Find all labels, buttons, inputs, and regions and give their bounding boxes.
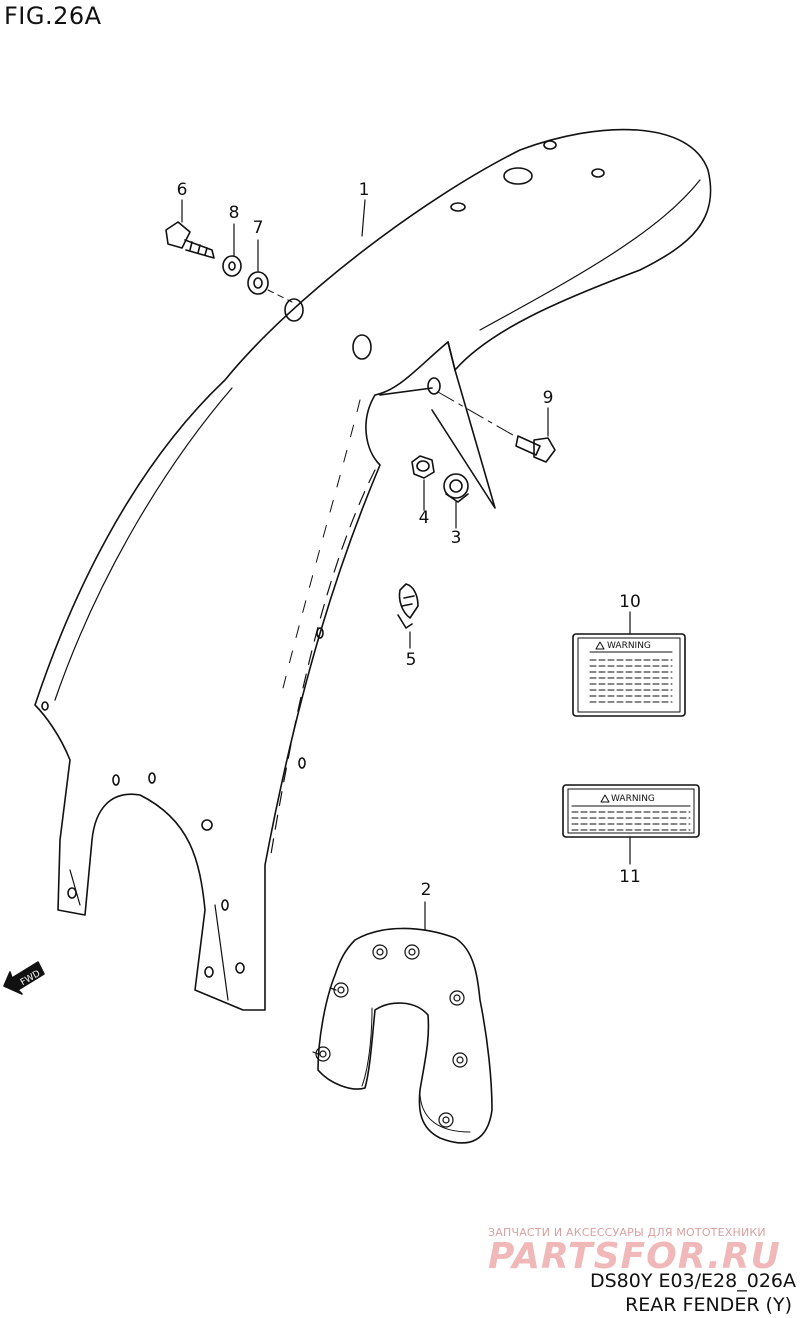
callout-7: 7 [252,218,264,238]
washer-part-7 [247,271,269,295]
callout-10: 10 [619,592,641,612]
bolt-part-9 [515,435,556,463]
callout-5: 5 [405,650,417,670]
lock-washer-part-8 [222,255,242,277]
clamp-part-5 [397,583,419,629]
callout-1: 1 [358,180,370,200]
bolt-part-6 [165,221,215,259]
figure-title: FIG.26A [4,2,102,30]
rear-fender-part-1 [34,128,712,1011]
warning-label-11-text: WARNING [611,794,655,804]
callout-8: 8 [228,203,240,223]
nut-part-4 [411,455,435,479]
warning-label-10-text: WARNING [607,641,651,651]
warning-label-part-11 [562,784,700,838]
callout-9: 9 [542,388,554,408]
grommet-part-3 [443,473,469,503]
watermark-tagline: ЗАПЧАСТИ И АКСЕССУАРЫ ДЛЯ МОТОТЕХНИКИ [488,1226,766,1239]
callout-3: 3 [450,528,462,548]
watermark-logo: PARTSFOR.RU [488,1236,781,1277]
diagram-code: DS80Y E03/E28_026A [589,1270,796,1292]
mud-flap-part-2 [312,927,493,1144]
callout-2: 2 [420,880,432,900]
callout-4: 4 [418,508,430,528]
callout-6: 6 [176,180,188,200]
fwd-arrow-icon [3,961,45,995]
callout-11: 11 [619,867,641,887]
warning-label-part-10 [572,633,686,717]
diagram-name: REAR FENDER (Y) [625,1294,792,1316]
